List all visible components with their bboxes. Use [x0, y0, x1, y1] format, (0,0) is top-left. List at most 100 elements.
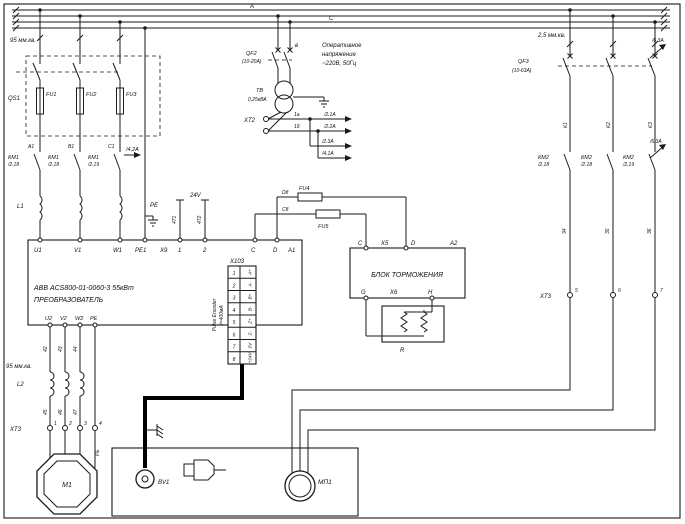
pe-conductor: РЕ — [144, 28, 159, 240]
x103-row4-num: 4 — [233, 308, 236, 314]
km1-pole3-ref: /2.19 — [87, 162, 99, 168]
qf3-ref1: /6,3А — [651, 38, 664, 44]
terminal-pe1: РЕ1 — [135, 248, 146, 254]
wire-k1-label: К1 — [563, 122, 569, 128]
fuse-fu4 — [297, 192, 323, 202]
xt3l-t1: 1 — [54, 421, 57, 427]
tv-label: ТВ — [256, 88, 263, 94]
brake-terminal-h: Н — [428, 290, 433, 296]
x103-note-encoder: Pulse Encoder — [212, 298, 218, 331]
km2-pole3-name: КМ2 — [623, 155, 634, 161]
wire-b1-label: В1 — [68, 144, 74, 150]
km1-pole3-name: КМ1 — [88, 155, 99, 161]
brake-terminal-g: G — [361, 290, 366, 296]
qf2-label: QF2 — [246, 51, 257, 57]
wire-471-label: 471 — [172, 215, 178, 224]
fu2-label: FU2 — [86, 92, 96, 98]
qf3-rating: (10-63А) — [512, 68, 532, 74]
right-feeder: 2,5 мм.кв. QF3 (10-63А) /6,3А К1 К2 К3 К… — [291, 10, 666, 473]
connector-x9: Х9 — [159, 248, 168, 254]
fu1-label: FU1 — [46, 92, 56, 98]
xt3l-t4: 4 — [99, 421, 102, 427]
brake-x6: Х6 — [389, 290, 398, 296]
fu5-label: FU5 — [318, 224, 329, 230]
brake-unit: C Х5 D А2 БЛОК ТОРМОЖЕНИЯ G Х6 Н R — [349, 241, 466, 354]
km2-pole3-ref: /2.19 — [622, 162, 634, 168]
wire-34-label: 34 — [562, 228, 568, 234]
wire-1b-label: 1б — [294, 124, 300, 130]
km2-pole2-ref: /2.18 — [580, 162, 592, 168]
tv-rating: 0,25кВА — [248, 97, 267, 103]
xt3r-t5: 5 — [575, 288, 578, 294]
motor-m1-label: М1 — [62, 482, 72, 489]
x103-row4-sig: B- — [248, 306, 253, 311]
converter-type: АВВ ACS800-01-0060-3 55кВт — [33, 285, 134, 292]
mp1-motor: МП1 — [284, 470, 332, 502]
power-buses: A в C — [12, 4, 670, 49]
terminal-d: D — [273, 248, 278, 254]
l2-label: L2 — [17, 382, 24, 388]
x103-row2-num: 2 — [232, 284, 236, 290]
x103-label: Х103 — [229, 259, 245, 265]
x103-row3-sig: B+ — [248, 293, 253, 299]
km1-pole2-ref: /2.18 — [47, 162, 59, 168]
resistor-r-label: R — [400, 348, 405, 354]
km2-pole1-ref: /2.18 — [537, 162, 549, 168]
left-feeder: 95 мм.кв. — [10, 10, 124, 64]
km2-ref-63a: /6,3А — [649, 139, 662, 145]
qs1-disconnector: QS1 FU1 FU2 FU3 — [8, 55, 161, 152]
xt3l-t3: 3 — [84, 421, 87, 427]
supply-24v-label: 24V — [189, 193, 202, 199]
encoder-circuit: BV1 — [135, 364, 244, 489]
x103-row5-sig: Z+ — [248, 318, 253, 325]
km1-aux-ref: /4,2А — [125, 147, 139, 153]
wire-1a-label: 1а — [294, 112, 300, 118]
pe-wire-label: РЕ — [95, 449, 101, 456]
terminal-x9-2: 2 — [202, 248, 207, 254]
x103-row5-num: 5 — [233, 320, 236, 326]
motor-mp1-label: МП1 — [318, 479, 332, 486]
x103-row1-sig: A+ — [248, 269, 253, 276]
qf3-label: QF3 — [518, 59, 530, 65]
km2-pole2-name: КМ2 — [581, 155, 592, 161]
x103-row6-sig: Z- — [248, 331, 253, 337]
x103-row1-num: 1 — [233, 271, 236, 277]
op-voltage-note-3: ~220В, 50Гц — [322, 61, 357, 67]
x103-row8-num: 8 — [233, 357, 236, 363]
cable-size-right: 2,5 мм.кв. — [537, 33, 566, 39]
brake-circuit-wiring: FU4 D8 FU5 С8 — [254, 186, 407, 246]
x103-note-current: I=400мА — [219, 305, 225, 325]
qf2-control-supply: QF2 (10-20А) ТВ 0,25кВА Оперативное напр… — [242, 16, 362, 114]
xt2-ref1: /2.1А — [323, 112, 336, 118]
wire-46-label: 46 — [58, 409, 64, 415]
xt3-right-label: ХТ3 — [539, 294, 552, 300]
wire-36-label: 36 — [647, 228, 653, 234]
x103-row2-sig: A- — [248, 282, 253, 288]
machine-enclosure — [111, 447, 359, 517]
op-voltage-note-1: Оперативное — [322, 43, 362, 49]
wire-c8-label: С8 — [282, 207, 289, 213]
wire-35-label: 35 — [605, 228, 611, 234]
wire-c1-label: С1 — [108, 144, 115, 150]
qf2-rating: (10-20А) — [242, 59, 262, 65]
motor-mp1-symbol — [284, 470, 316, 502]
xt3l-t2: 2 — [68, 421, 72, 427]
wire-42-label: 42 — [43, 346, 49, 352]
phase-c-label: C — [329, 16, 334, 22]
drawing-border — [3, 3, 681, 519]
wire-45-label: 45 — [43, 409, 49, 415]
wire-472-label: 472 — [197, 215, 203, 224]
fu3-label: FU3 — [126, 92, 137, 98]
motor-output: 42 43 44 95 мм.кв. L2 45 46 47 ХТ3 1 2 3… — [6, 327, 102, 515]
terminal-w2: W2 — [75, 316, 83, 322]
encoder-bv1-symbol — [135, 469, 155, 489]
op-voltage-note-2: напряжение — [322, 52, 356, 58]
xt3-left-label: ХТ3 — [9, 427, 22, 433]
xt3r-t7: 7 — [660, 288, 663, 294]
converter-acs800: U1 V1 W1 РЕ1 Х9 1 2 C D А1 АВВ ACS800-01… — [27, 193, 303, 328]
km1-pole1-name: КМ1 — [8, 155, 19, 161]
l1-label: L1 — [17, 204, 24, 210]
encoder-connector-symbol — [183, 463, 195, 477]
cable-size-left2: 95 мм.кв. — [6, 364, 32, 370]
